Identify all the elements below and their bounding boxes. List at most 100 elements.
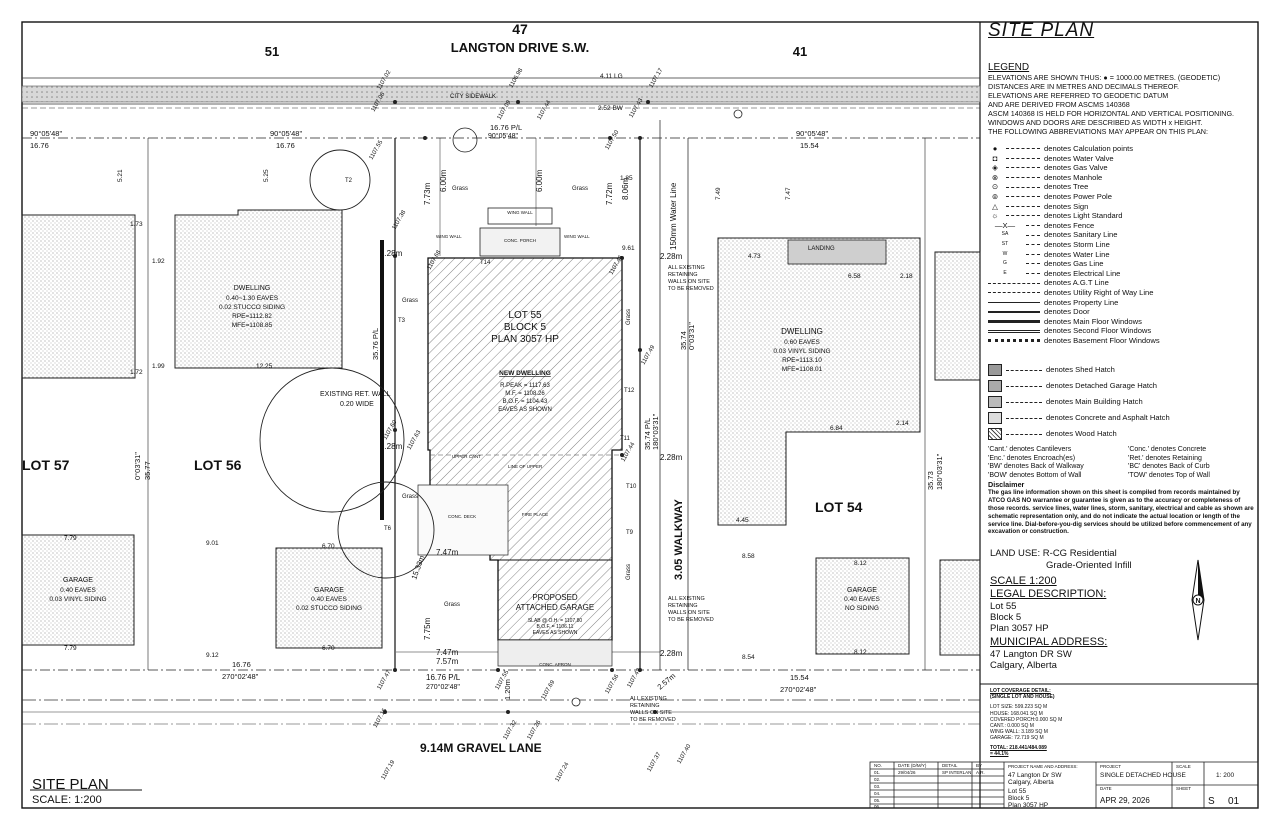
svg-text:90°05'48": 90°05'48": [488, 132, 518, 140]
legend-item: denotes Door: [988, 307, 1256, 317]
new-dwelling-title: NEW DWELLING: [499, 370, 551, 377]
legal-line: Block 5: [990, 612, 1022, 623]
door-icon: [988, 310, 1040, 313]
agt-line-icon: [988, 282, 1040, 284]
garage-proposed-2: ATTACHED GARAGE: [516, 603, 594, 612]
tree-icon: [309, 149, 371, 211]
legal-heading: LEGAL DESCRIPTION:: [990, 588, 1107, 600]
power-pole-icon: ⊚: [991, 191, 999, 201]
svg-text:1.20m: 1.20m: [503, 679, 512, 700]
svg-text:2.28m: 2.28m: [380, 249, 403, 258]
svg-text:5.21: 5.21: [117, 169, 124, 182]
svg-text:8.12: 8.12: [854, 649, 867, 656]
svg-text:8.12: 8.12: [854, 560, 867, 567]
abbrev-item: 'Enc.' denotes Encroach(es): [988, 454, 1076, 462]
svg-text:8.58: 8.58: [742, 553, 755, 560]
svg-text:2.14: 2.14: [896, 420, 909, 427]
garage57-siding: 0.03 VINYL SIDING: [49, 596, 106, 603]
bottom-title: SITE PLAN: [32, 776, 109, 793]
street-name: LANGTON DRIVE S.W.: [451, 40, 589, 55]
fire-place: FIRE PLACE: [522, 512, 548, 517]
gas-line-icon: G: [1003, 260, 1007, 267]
legend-item: denotes Property Line: [988, 298, 1256, 308]
disclaimer-text: The gas line information shown on this s…: [988, 488, 1254, 536]
abbrev-item: 'BC' denotes Back of Curb: [1128, 463, 1210, 471]
subject-plan: PLAN 3057 HP: [491, 334, 559, 345]
intro-line: AND ARE DERIVED FROM ASCMS 140368: [988, 99, 1130, 109]
building-hatch-icon: [988, 396, 1002, 408]
coverage-total: TOTAL: 218.441/484.089: [990, 744, 1047, 751]
tb-row-no: 03.: [874, 784, 880, 789]
existing-walls-note-3: ALL EXISTING RETAINING WALLS ON SITE TO …: [630, 696, 676, 723]
svg-text:1107.19: 1107.19: [381, 759, 397, 781]
manhole-icon: [571, 697, 581, 707]
garage56-eaves: 0.40 EAVES: [311, 596, 347, 603]
garage-proposed-bof: B.O.F. = 1106.11: [537, 624, 574, 630]
tb-row-no: 05.: [874, 798, 880, 803]
neighbor-41: 41: [793, 44, 807, 59]
svg-text:270°02'48": 270°02'48": [222, 672, 259, 681]
svg-text:ALL EXISTING: ALL EXISTING: [668, 265, 705, 271]
title-block-grid: [869, 761, 1259, 809]
garage-proposed-eaves: EAVES AS SHOWN: [533, 630, 578, 636]
garage56-siding: 0.02 STUCCO SIDING: [296, 605, 362, 612]
abbrev-item: 'TOW' denotes Top of Wall: [1128, 471, 1210, 479]
legend-item: ⊗denotes Manhole: [988, 173, 1256, 183]
tb-scale-label: SCALE: [1176, 764, 1191, 769]
hatch-item: denotes Shed Hatch: [988, 362, 1256, 378]
municipal-line: Calgary, Alberta: [990, 660, 1057, 671]
svg-text:7.73m: 7.73m: [423, 182, 432, 205]
svg-text:9.61: 9.61: [622, 245, 635, 252]
svg-text:180°03'31": 180°03'31": [935, 453, 944, 490]
svg-text:90°05'48": 90°05'48": [270, 129, 302, 138]
bottom-scale: SCALE: 1:200: [32, 794, 102, 806]
dwelling54-eaves: 0.60 EAVES: [784, 339, 820, 346]
abbrev-item: 'Ret.' denotes Retaining: [1128, 454, 1202, 462]
tb-row1-no: 01.: [874, 770, 880, 775]
new-dwelling-mf: M.F. = 1108.26: [505, 391, 545, 397]
tb-project-type: SINGLE DETACHED HOUSE: [1100, 772, 1187, 779]
power-pole-icon: [733, 109, 743, 119]
lot-57-label: LOT 57: [22, 457, 70, 473]
coverage-line: HOUSE: 168.041 SQ M: [990, 710, 1043, 717]
abbrev-item: 'Conc.' denotes Concrete: [1128, 446, 1207, 453]
tb-row-no: 06.: [874, 804, 880, 809]
svg-text:16.76: 16.76: [232, 660, 251, 669]
legend-item: —X—denotes Fence: [988, 221, 1256, 231]
legend-item: ⊚denotes Power Pole: [988, 192, 1256, 202]
svg-text:8.06m: 8.06m: [621, 177, 630, 200]
garage-lot54: [815, 557, 910, 655]
garage57-eaves: 0.40 EAVES: [60, 587, 96, 594]
svg-text:8.54: 8.54: [742, 654, 755, 661]
tb-date-label: DATE: [1100, 786, 1112, 791]
tb-project-type-label: PROJECT: [1100, 764, 1121, 769]
svg-text:1107.44: 1107.44: [537, 99, 553, 121]
scale-label: SCALE 1:200: [990, 575, 1057, 587]
svg-text:TO BE REMOVED: TO BE REMOVED: [630, 717, 676, 723]
light-standard-icon: ☼: [991, 211, 999, 221]
tb-project-label: PROJECT NAME AND ADDRESS:: [1008, 764, 1078, 769]
street-number: 47: [512, 21, 528, 37]
svg-text:1.92: 1.92: [152, 258, 165, 265]
calc-point-icon: ●: [992, 144, 998, 153]
tb-sheet-label: SHEET: [1176, 786, 1191, 791]
water-line-icon: W: [1002, 250, 1008, 257]
intro-line: ELEVATIONS ARE REFERRED TO GEODETIC DATU…: [988, 90, 1169, 100]
tb-sheet: S: [1208, 796, 1215, 807]
dwelling-lot53: [934, 251, 981, 381]
abbrev-item: 'BW' denotes Back of Walkway: [988, 463, 1084, 471]
coverage-line: WING WALL: 3.189 SQ M: [990, 729, 1048, 736]
svg-text:1.99: 1.99: [152, 363, 165, 370]
existing-walls-note-1: ALL EXISTING RETAINING WALLS ON SITE TO …: [668, 265, 714, 292]
garage57-title: GARAGE: [63, 577, 93, 584]
legend-item: △denotes Sign: [988, 202, 1256, 212]
electrical-line-icon: E: [1003, 269, 1007, 276]
land-use-2: Grade-Oriented Infill: [1046, 560, 1132, 571]
garage-hatch-icon: [988, 380, 1002, 392]
subject-block: BLOCK 5: [504, 322, 547, 333]
grass-label: Grass: [572, 186, 588, 192]
svg-text:90°05'48": 90°05'48": [796, 129, 828, 138]
